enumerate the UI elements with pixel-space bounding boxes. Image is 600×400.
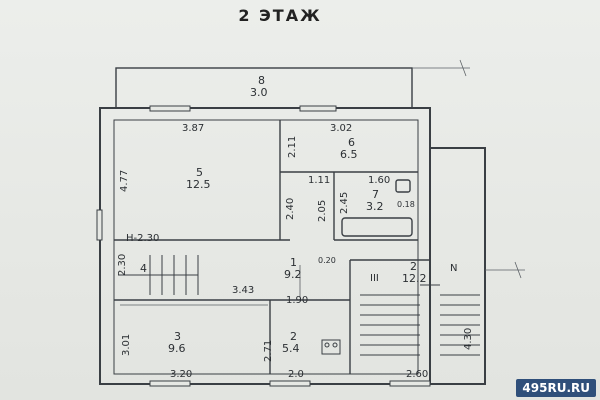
room-3-number: 3 [174, 330, 181, 343]
stairs-small [118, 255, 199, 295]
room-2b-number: 2 [410, 260, 417, 273]
dim-240: 2.40 [285, 197, 296, 220]
window-1 [149, 105, 191, 112]
balcony-outline [115, 67, 413, 109]
dim-320: 3.20 [170, 369, 193, 380]
window-4 [269, 380, 311, 387]
dim-190: 1.90 [286, 295, 309, 306]
dim-20: 2.0 [288, 369, 304, 380]
dim-271: 2.71 [263, 339, 274, 362]
room-4-number: 4 [140, 262, 147, 275]
dim-430: 4.30 [463, 327, 474, 350]
inner-wall-line [113, 119, 419, 375]
room-6-number: 6 [348, 136, 355, 149]
room-1-area: 9.2 [284, 268, 302, 281]
room-6-area: 6.5 [340, 148, 358, 161]
watermark-badge: 495RU.RU [516, 379, 596, 397]
dim-111: 1.11 [308, 175, 331, 186]
dim-260: 2.60 [406, 369, 429, 380]
bathtub [341, 217, 413, 237]
dim-020: 0.20 [318, 256, 336, 265]
sink [395, 179, 411, 193]
room-8-area: 3.0 [250, 86, 268, 99]
east-extension-wall [430, 147, 486, 385]
stairs-large [360, 284, 480, 370]
room-3-area: 9.6 [168, 342, 186, 355]
room-5-area: 12.5 [186, 178, 211, 191]
dim-205: 2.05 [317, 199, 328, 222]
floor-title: 2 ЭТАЖ [238, 6, 322, 25]
room-2-area: 5.4 [282, 342, 300, 355]
dim-211: 2.11 [287, 135, 298, 158]
window-3 [149, 380, 191, 387]
ceiling-height: H-2.30 [126, 233, 160, 244]
dim-387: 3.87 [182, 123, 205, 134]
dim-018: 0.18 [397, 200, 415, 209]
dim-301: 3.01 [121, 333, 132, 356]
room-8-number: 8 [258, 74, 265, 87]
stove [321, 339, 341, 355]
room-2-number: 2 [290, 330, 297, 343]
room-5-number: 5 [196, 166, 203, 179]
dim-477: 4.77 [119, 169, 130, 192]
window-6 [96, 209, 103, 241]
dim-245: 2.45 [339, 191, 350, 214]
dim-160: 1.60 [368, 175, 391, 186]
room-7-number: 7 [372, 188, 379, 201]
room-1-number: 1 [290, 256, 297, 269]
dim-302: 3.02 [330, 123, 353, 134]
dimension-lines [120, 59, 525, 306]
mark-III: III [370, 273, 379, 284]
dim-343: 3.43 [232, 285, 255, 296]
dim-230b: 2.30 [117, 253, 128, 276]
window-2 [299, 105, 337, 112]
room-7-area: 3.2 [366, 200, 384, 213]
room-2b-area: 12.2 [402, 272, 427, 285]
window-5 [389, 380, 431, 387]
mark-N: N [450, 263, 458, 274]
